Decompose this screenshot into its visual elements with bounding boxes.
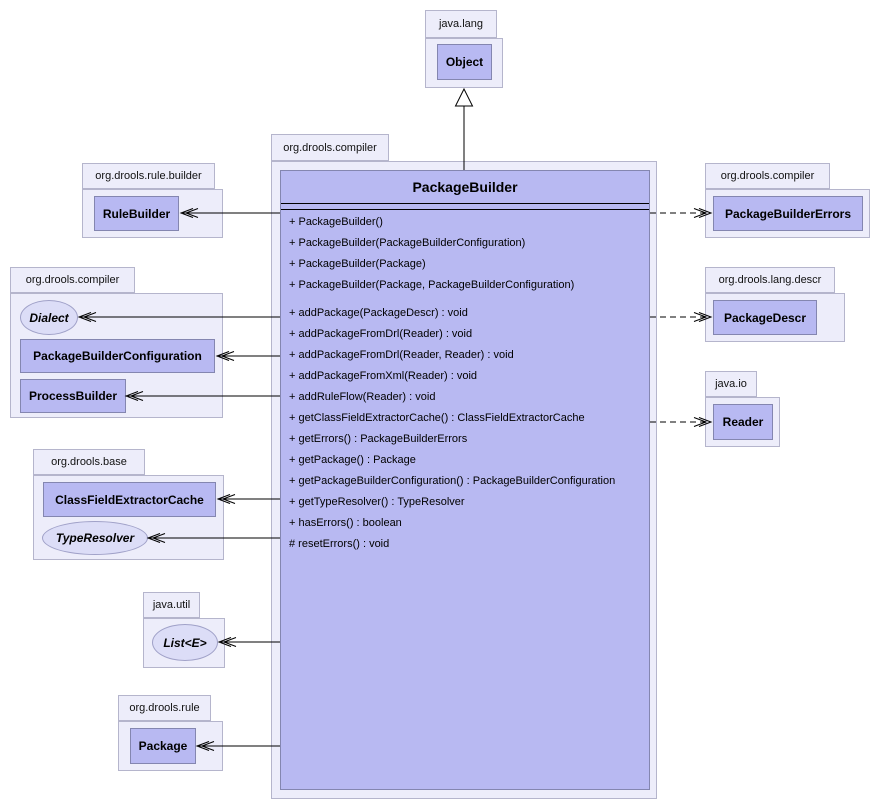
package-tab-org-drools-lang-descr: org.drools.lang.descr xyxy=(705,267,835,293)
edge-dependency-packagebuildererrors xyxy=(650,208,713,218)
package-tab-org-drools-rule-builder: org.drools.rule.builder xyxy=(82,163,215,189)
class-node-packagedescr[interactable]: PackageDescr xyxy=(713,300,817,335)
member-label: + addPackageFromDrl(Reader, Reader) : vo… xyxy=(289,349,514,361)
member-label: + PackageBuilder(PackageBuilderConfigura… xyxy=(289,237,526,249)
class-node-packagebuilder[interactable]: PackageBuilder + PackageBuilder()+ Packa… xyxy=(280,170,650,790)
edge-dependency-packagedescr xyxy=(650,312,713,322)
member-label: + getPackage() : Package xyxy=(289,454,416,466)
package-tab-java-io: java.io xyxy=(705,371,757,397)
interface-node-dialect[interactable]: Dialect xyxy=(20,300,78,335)
class-node-classfieldextractorcache[interactable]: ClassFieldExtractorCache xyxy=(43,482,216,517)
class-node-packagebuilderconfiguration[interactable]: PackageBuilderConfiguration xyxy=(20,339,215,373)
interface-node-typeresolver[interactable]: TypeResolver xyxy=(42,521,148,555)
member-label: + getPackageBuilderConfiguration() : Pac… xyxy=(289,475,616,487)
package-tab-java-util: java.util xyxy=(143,592,200,618)
member-label: + addPackageFromXml(Reader) : void xyxy=(289,370,477,382)
class-node-package[interactable]: Package xyxy=(130,728,196,764)
edge-generalization-object xyxy=(454,87,474,170)
member-label: + getErrors() : PackageBuilderErrors xyxy=(289,433,468,445)
class-node-object[interactable]: Object xyxy=(437,44,492,80)
member-label: + PackageBuilder() xyxy=(289,216,383,228)
package-tab-java-lang: java.lang xyxy=(425,10,497,38)
member-label: + addPackageFromDrl(Reader) : void xyxy=(289,328,473,340)
hollow-triangle-arrowhead xyxy=(454,87,474,107)
member-label: + addPackage(PackageDescr) : void xyxy=(289,307,468,319)
package-tab-org-drools-rule: org.drools.rule xyxy=(118,695,211,721)
package-tab-org-drools-compiler-right: org.drools.compiler xyxy=(705,163,830,189)
class-title: PackageBuilder xyxy=(281,171,649,204)
member-label: + addRuleFlow(Reader) : void xyxy=(289,391,436,403)
package-tab-org-drools-compiler-main: org.drools.compiler xyxy=(271,134,389,161)
attributes-compartment xyxy=(281,204,649,210)
member-label: + PackageBuilder(Package, PackageBuilder… xyxy=(289,279,575,291)
constructors-list: + PackageBuilder() + PackageBuilder(Packa… xyxy=(289,212,643,296)
class-node-processbuilder[interactable]: ProcessBuilder xyxy=(20,379,126,413)
interface-node-list[interactable]: List<E> xyxy=(152,624,218,661)
package-tab-org-drools-compiler-left: org.drools.compiler xyxy=(10,267,135,293)
member-label: # resetErrors() : void xyxy=(289,538,390,550)
methods-list: + addPackage(PackageDescr) : void + addPa… xyxy=(289,303,643,555)
class-node-rulebuilder[interactable]: RuleBuilder xyxy=(94,196,179,231)
member-label: + getClassFieldExtractorCache() : ClassF… xyxy=(289,412,585,424)
operations-compartment: + PackageBuilder() + PackageBuilder(Packa… xyxy=(281,210,649,555)
member-label: + PackageBuilder(Package) xyxy=(289,258,426,270)
edge-dependency-reader xyxy=(650,417,713,427)
class-node-reader[interactable]: Reader xyxy=(713,404,773,440)
member-label: + getTypeResolver() : TypeResolver xyxy=(289,496,465,508)
member-label: + hasErrors() : boolean xyxy=(289,517,402,529)
package-tab-org-drools-base: org.drools.base xyxy=(33,449,145,475)
class-node-packagebuildererrors[interactable]: PackageBuilderErrors xyxy=(713,196,863,231)
compartment-gap xyxy=(289,296,643,303)
